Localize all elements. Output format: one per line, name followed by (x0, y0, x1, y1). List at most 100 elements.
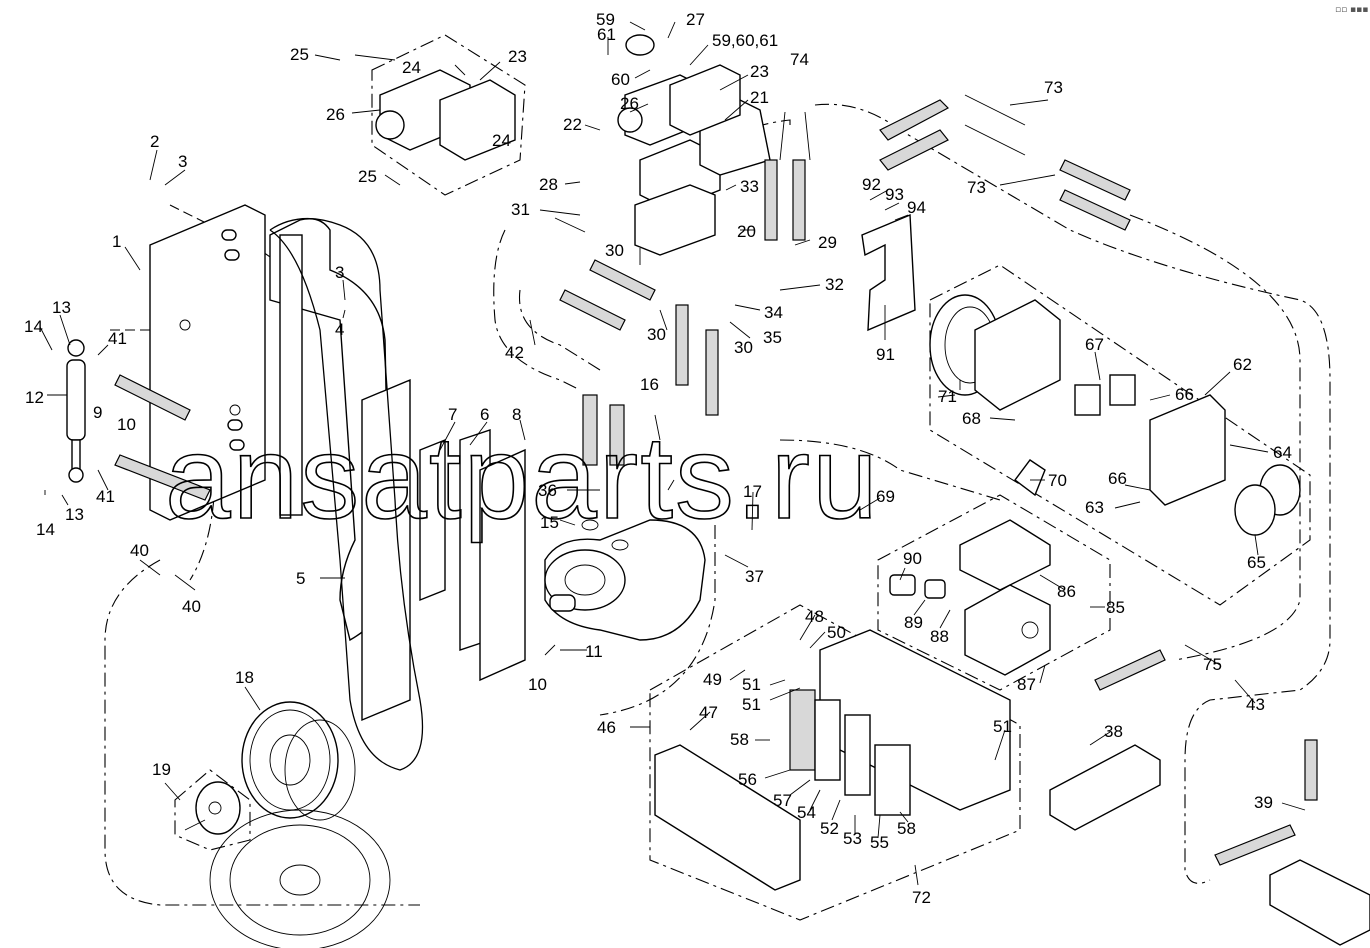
callout-94: 94 (907, 198, 926, 217)
callout-34: 34 (764, 303, 783, 322)
callout-42: 42 (505, 343, 524, 362)
callout-54: 54 (797, 803, 816, 822)
callout-49: 49 (703, 670, 722, 689)
callout-12: 12 (25, 388, 44, 407)
mounting-plate (149, 204, 266, 521)
callout-37: 37 (745, 567, 764, 586)
callout-69: 69 (876, 487, 895, 506)
callout-31: 31 (511, 200, 530, 219)
drive-belt (269, 217, 424, 771)
callout-41: 41 (96, 487, 115, 506)
callout-87: 87 (1017, 675, 1036, 694)
control-box-assembly (649, 604, 1021, 921)
callout-26: 26 (620, 94, 639, 113)
callout-16: 16 (640, 375, 659, 394)
callout-68: 68 (962, 409, 981, 428)
callout-70: 70 (1048, 471, 1067, 490)
callout-20: 20 (737, 222, 756, 241)
bracket (861, 213, 916, 332)
callout-13: 13 (52, 298, 71, 317)
callout-2: 2 (150, 132, 159, 151)
callout-61: 61 (597, 25, 616, 44)
callout-75: 75 (1203, 655, 1222, 674)
solenoid-valves (375, 34, 741, 161)
callout-13: 13 (65, 505, 84, 524)
callout-36: 36 (538, 481, 557, 500)
callout-33: 33 (740, 177, 759, 196)
callout-9: 9 (93, 403, 102, 422)
callout-6: 6 (480, 405, 489, 424)
callout-90: 90 (903, 549, 922, 568)
distribution-manifold (1049, 649, 1370, 946)
callout-43: 43 (1246, 695, 1265, 714)
callout-27: 27 (686, 10, 705, 29)
pump-assembly (929, 294, 1301, 536)
callout-58: 58 (897, 819, 916, 838)
callout-67: 67 (1085, 335, 1104, 354)
callout-88: 88 (930, 627, 949, 646)
callout-3: 3 (335, 263, 344, 282)
callout-23: 23 (750, 62, 769, 81)
callout-32: 32 (825, 275, 844, 294)
callout-92: 92 (862, 175, 881, 194)
callout-59: 59 (596, 10, 615, 29)
callout-30: 30 (734, 338, 753, 357)
callout-63: 63 (1085, 498, 1104, 517)
callout-89: 89 (904, 613, 923, 632)
callout-numbers: 1 2 3 3 4 5 6 7 8 9 10 10 11 12 13 13 14… (24, 10, 1292, 907)
callout-66: 66 (1175, 385, 1194, 404)
callout-72: 72 (912, 888, 931, 907)
callout-55: 55 (870, 833, 889, 852)
callout-10: 10 (528, 675, 547, 694)
callout-85: 85 (1106, 598, 1125, 617)
callout-40: 40 (182, 597, 201, 616)
leader-lines (39, 21, 1306, 886)
callout-52: 52 (820, 819, 839, 838)
callout-28: 28 (539, 175, 558, 194)
callout-73: 73 (967, 178, 986, 197)
callout-50: 50 (827, 623, 846, 642)
callout-60: 60 (611, 70, 630, 89)
callout-53: 53 (843, 829, 862, 848)
callout-18: 18 (235, 668, 254, 687)
callout-64: 64 (1273, 443, 1292, 462)
hose-routes (104, 103, 1331, 906)
callout-26: 26 (326, 105, 345, 124)
watermark: ansatparts.ru (165, 412, 880, 544)
callout-51: 51 (742, 675, 761, 694)
control-box (654, 629, 1011, 891)
pulley-hub-box (174, 769, 251, 851)
callout-4: 4 (335, 320, 344, 339)
assembly-boxes (174, 34, 1311, 921)
corner-mark: ▫▫ ▪▪▪ (1335, 5, 1368, 15)
callout-73: 73 (1044, 78, 1063, 97)
hydraulic-pump (544, 519, 706, 641)
callout-24: 24 (492, 131, 511, 150)
callout-5: 5 (296, 569, 305, 588)
junction-box-assembly (877, 494, 1111, 691)
callout-30: 30 (605, 241, 624, 260)
callout-59-60-61: 59,60,61 (712, 31, 778, 50)
tensioner-plates (361, 378, 526, 722)
crank-pulley (209, 809, 391, 948)
callout-17: 17 (743, 482, 762, 501)
callout-22: 22 (563, 115, 582, 134)
callout-62: 62 (1233, 355, 1252, 374)
callout-24: 24 (402, 58, 421, 77)
callout-66: 66 (1108, 469, 1127, 488)
callout-25: 25 (358, 167, 377, 186)
callout-56: 56 (738, 770, 757, 789)
upper-hoses (879, 94, 1131, 231)
callout-71: 71 (938, 387, 957, 406)
callout-58: 58 (730, 730, 749, 749)
callout-14: 14 (36, 520, 55, 539)
callout-19: 19 (152, 760, 171, 779)
callout-41: 41 (108, 329, 127, 348)
callout-11: 11 (585, 642, 603, 661)
callout-47: 47 (699, 703, 718, 722)
callout-91: 91 (876, 345, 895, 364)
callout-29: 29 (818, 233, 837, 252)
hydraulic-cylinder (66, 339, 211, 501)
pump-hoses (559, 259, 719, 466)
